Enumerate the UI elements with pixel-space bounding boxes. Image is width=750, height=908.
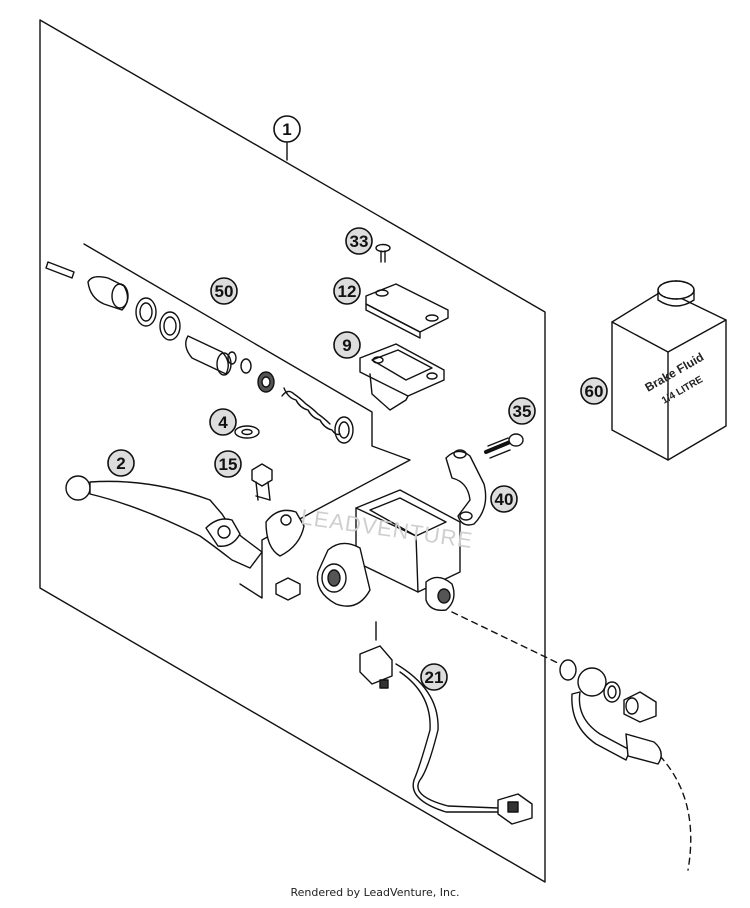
banjo-fitting xyxy=(559,659,662,765)
callout-label: 21 xyxy=(425,668,444,687)
piston-kit-parts xyxy=(45,261,354,444)
pivot-bolt xyxy=(251,463,273,501)
footer-credit: Rendered by LeadVenture, Inc. xyxy=(290,886,460,899)
callout-50[interactable]: 50 xyxy=(210,277,238,305)
brake-switch xyxy=(359,621,533,825)
callout-label: 60 xyxy=(585,382,604,401)
callout-1[interactable]: 1 xyxy=(273,115,301,143)
pivot-nut xyxy=(275,577,301,601)
callout-21[interactable]: 21 xyxy=(420,663,448,691)
callout-label: 15 xyxy=(219,455,238,474)
diaphragm xyxy=(359,343,445,411)
callout-label: 12 xyxy=(338,282,357,301)
callout-2[interactable]: 2 xyxy=(107,449,135,477)
bolt-35 xyxy=(484,433,524,459)
brake-lever xyxy=(65,475,263,569)
callout-35[interactable]: 35 xyxy=(508,397,536,425)
clamp-40 xyxy=(445,449,487,526)
callout-label: 2 xyxy=(116,454,125,473)
callout-label: 4 xyxy=(218,413,228,432)
callout-60[interactable]: 60 xyxy=(580,377,608,405)
callout-40[interactable]: 40 xyxy=(490,485,518,513)
callout-label: 9 xyxy=(342,336,351,355)
callout-label: 35 xyxy=(513,402,532,421)
callout-33[interactable]: 33 xyxy=(345,227,373,255)
callout-4[interactable]: 4 xyxy=(209,408,237,436)
lever-adjuster xyxy=(265,509,305,557)
callout-label: 40 xyxy=(495,490,514,509)
callout-9[interactable]: 9 xyxy=(333,331,361,359)
reservoir-cap xyxy=(365,283,449,339)
screw-33 xyxy=(375,243,391,263)
master-cylinder-body xyxy=(316,489,461,611)
callout-12[interactable]: 12 xyxy=(333,277,361,305)
callout-label: 50 xyxy=(215,282,234,301)
piston-kit-outline xyxy=(83,243,411,599)
brake-fluid-can xyxy=(611,280,727,461)
washer-4 xyxy=(234,425,260,439)
callout-label: 1 xyxy=(282,120,291,139)
callout-15[interactable]: 15 xyxy=(214,450,242,478)
assembly-frame xyxy=(39,19,546,883)
callout-label: 33 xyxy=(350,232,369,251)
